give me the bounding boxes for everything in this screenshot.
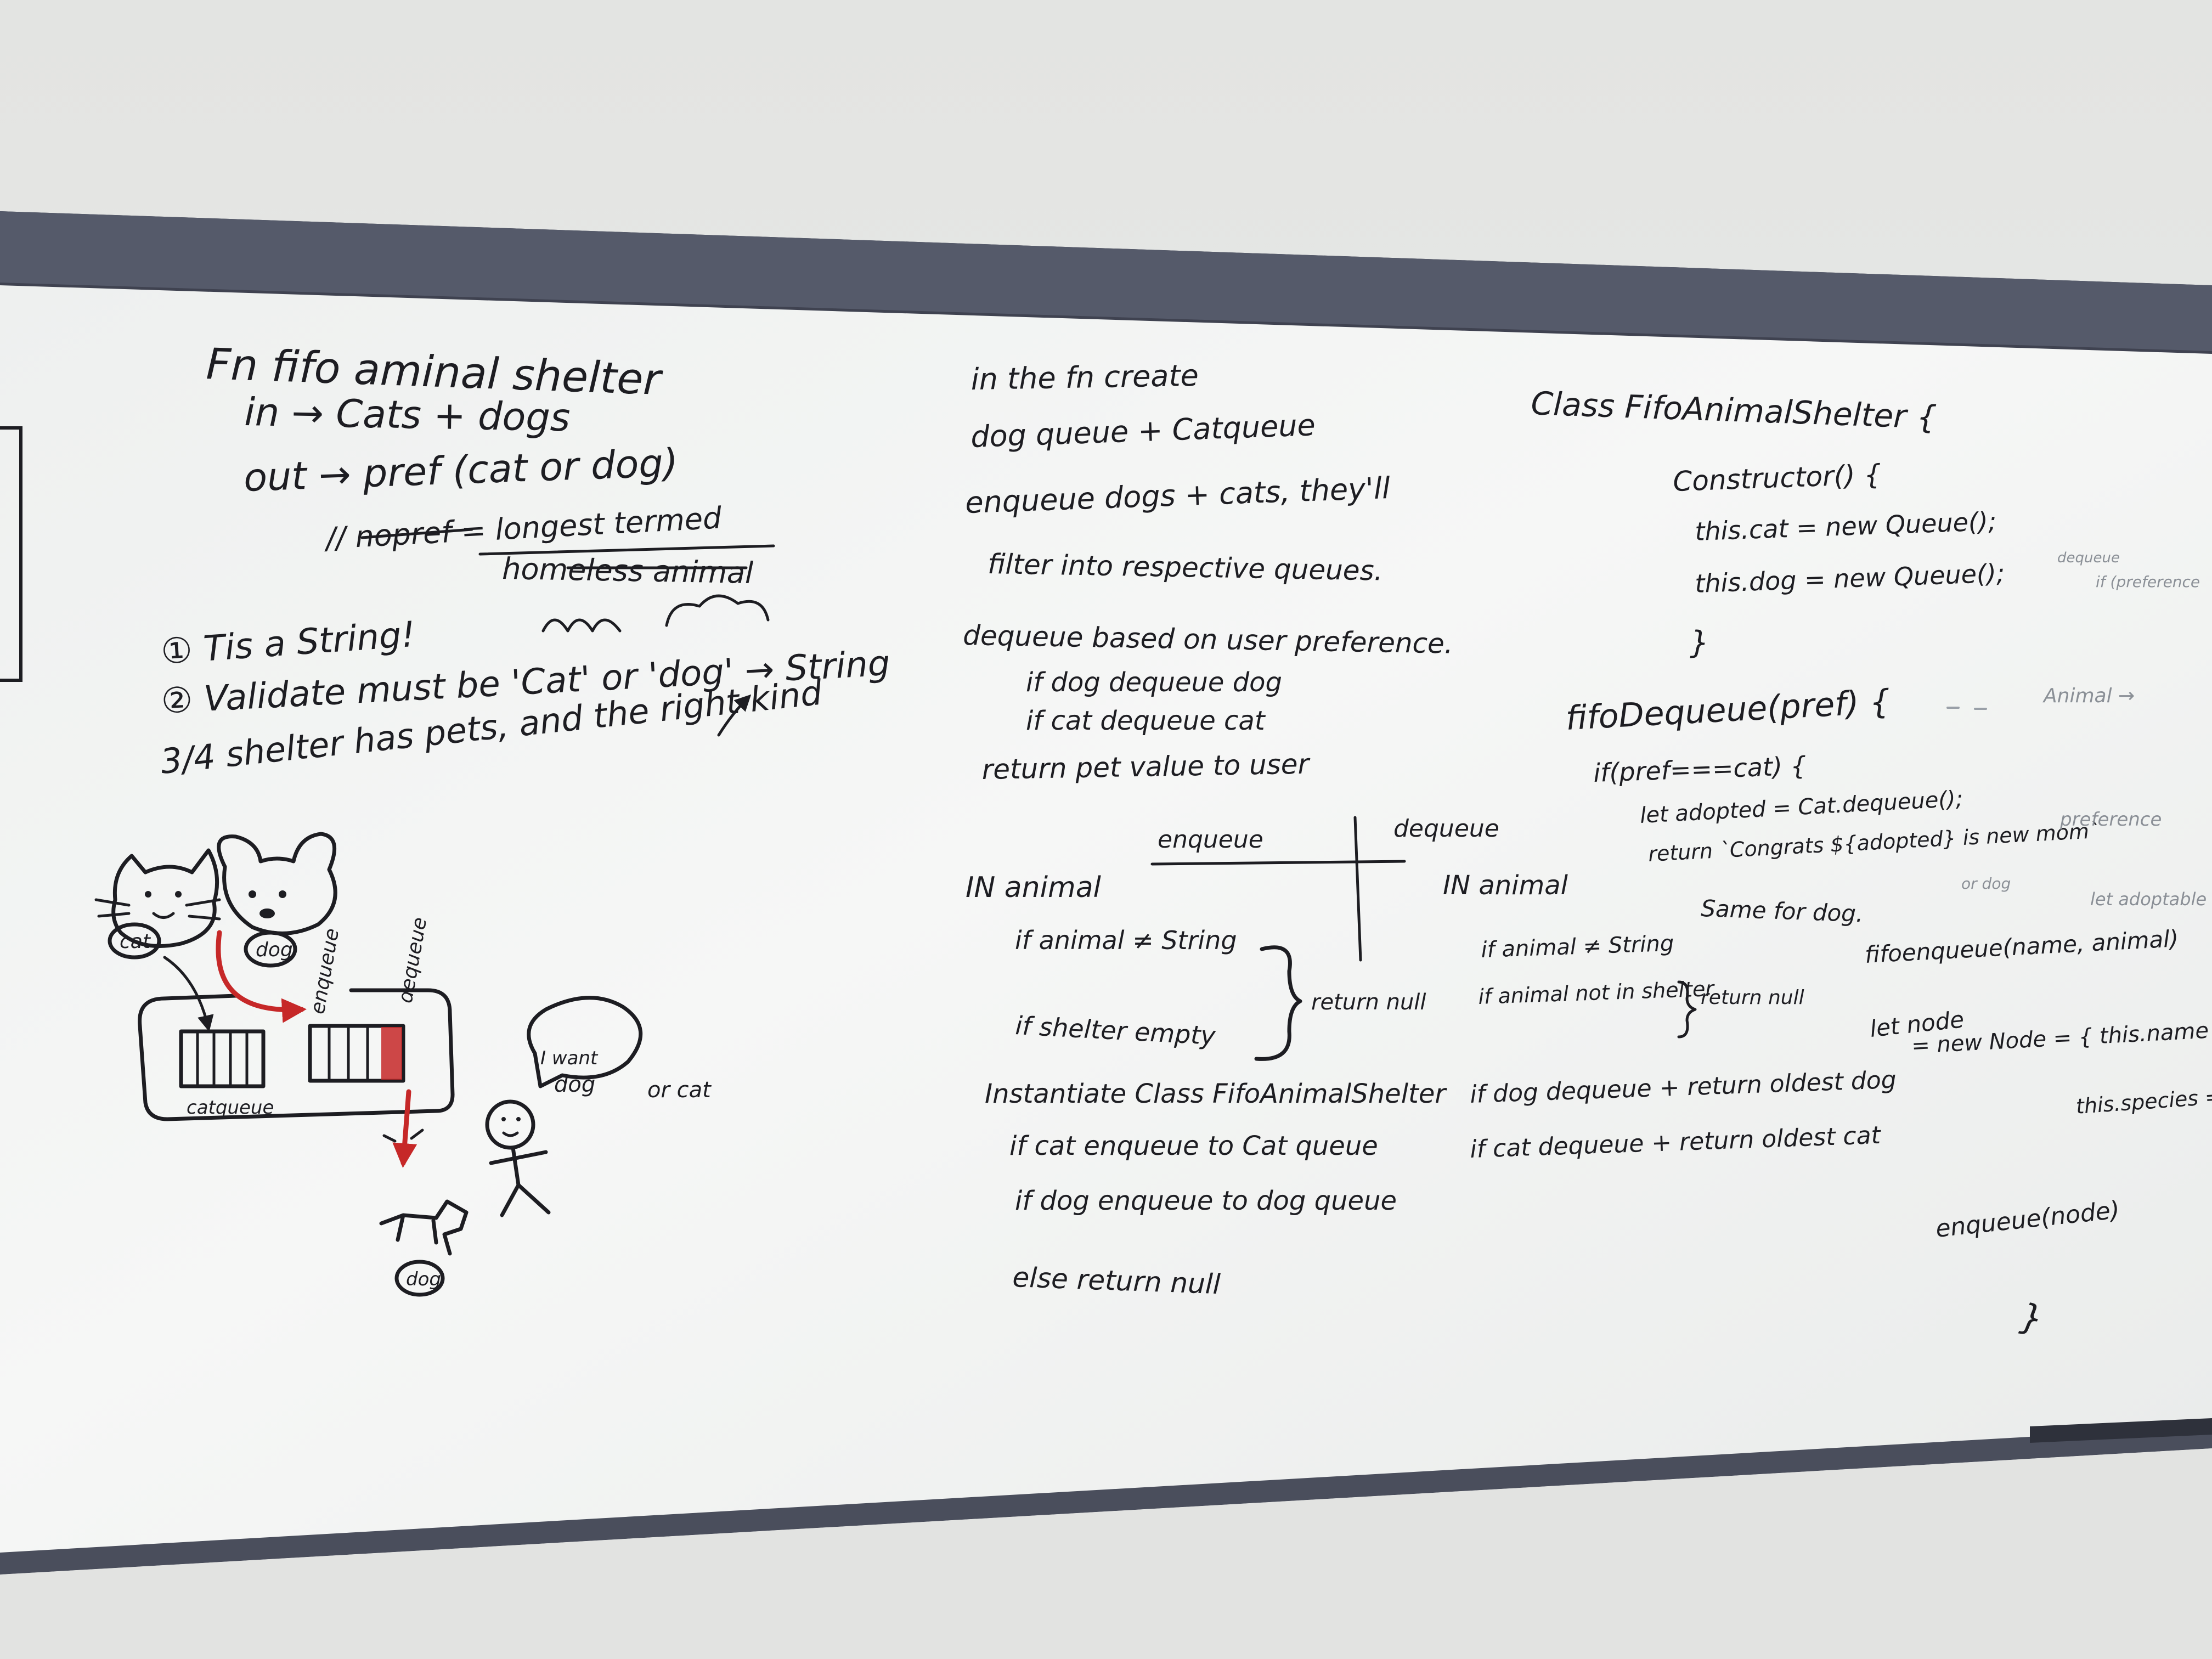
enq-instantiate: Instantiate Class FifoAnimalShelter — [985, 1079, 1447, 1109]
cat-queue — [179, 1029, 266, 1088]
enq-in: IN animal — [966, 871, 1102, 904]
table-horizontal-rule — [1150, 860, 1406, 866]
cat-tag: cat — [120, 930, 151, 953]
faint-dequeue: dequeue — [2057, 550, 2120, 566]
stick-person — [485, 1099, 551, 1217]
faint-pref: if (preference — [2096, 573, 2200, 591]
dog-drawing — [217, 832, 337, 935]
catqueue-label: catqueue — [187, 1097, 274, 1119]
deq-return-null: return null — [1701, 986, 1804, 1009]
code-constructor: Constructor() { — [1672, 459, 1882, 498]
shelter-box — [138, 988, 455, 1121]
faint-preference: preference — [2059, 809, 2162, 831]
enq-if-dog: if dog enqueue to dog queue — [1015, 1186, 1397, 1216]
board-frame-top — [0, 211, 2212, 351]
dog-queue — [308, 1024, 405, 1083]
doodle-squiggle — [541, 618, 622, 633]
plan-line-4: filter into respective queues. — [988, 548, 1383, 587]
bottom-wall — [0, 1448, 2212, 1659]
faint-or-dog: or dog — [1961, 874, 2011, 893]
code-same-for-dog: Same for dog. — [1701, 895, 1864, 927]
nopref-line-2: homeless animal — [502, 551, 754, 590]
faint-let-adopt: let adoptable — [2090, 889, 2207, 910]
table-enqueue-header: enqueue — [1158, 826, 1263, 854]
code-close-brace-1: } — [1690, 625, 1709, 661]
plan-line-1: in the fn create — [970, 358, 1199, 397]
board-surface — [0, 285, 2212, 1553]
table-vertical-rule — [1353, 816, 1362, 962]
deq-in: IN animal — [1443, 870, 1568, 901]
enq-else: else return null — [1012, 1261, 1221, 1300]
enq-return-null: return null — [1311, 990, 1426, 1015]
enq-if-cat: if cat enqueue to Cat queue — [1009, 1131, 1378, 1161]
input-line: in → Cats + dogs — [244, 390, 571, 440]
plan-line-7: if cat dequeue cat — [1026, 706, 1266, 736]
enq-brace — [1254, 945, 1302, 1061]
adopted-dog-drawing — [379, 1199, 469, 1256]
faint-animal: Animal → — [2042, 685, 2135, 707]
bubble-text-2: dog — [554, 1072, 595, 1097]
doodle-cloud — [665, 594, 770, 627]
bubble-text-1: I want — [540, 1047, 599, 1069]
marker-tray — [2030, 1418, 2212, 1443]
dog-tag: dog — [256, 939, 293, 961]
cat-drawing — [94, 848, 221, 948]
section-plan: in the fn create dog queue + Catqueue en… — [963, 358, 1897, 1300]
plan-line-6: if dog dequeue dog — [1026, 667, 1282, 698]
speech-bubble — [527, 996, 643, 1088]
table-dequeue-header: dequeue — [1393, 815, 1499, 843]
result-dog-tag: dog — [406, 1268, 441, 1290]
left-edge-paper — [0, 426, 22, 682]
or-cat-text: or cat — [647, 1077, 712, 1103]
plan-line-8: return pet value to user — [981, 748, 1311, 786]
enq-if-1: if animal ≠ String — [1015, 926, 1237, 955]
